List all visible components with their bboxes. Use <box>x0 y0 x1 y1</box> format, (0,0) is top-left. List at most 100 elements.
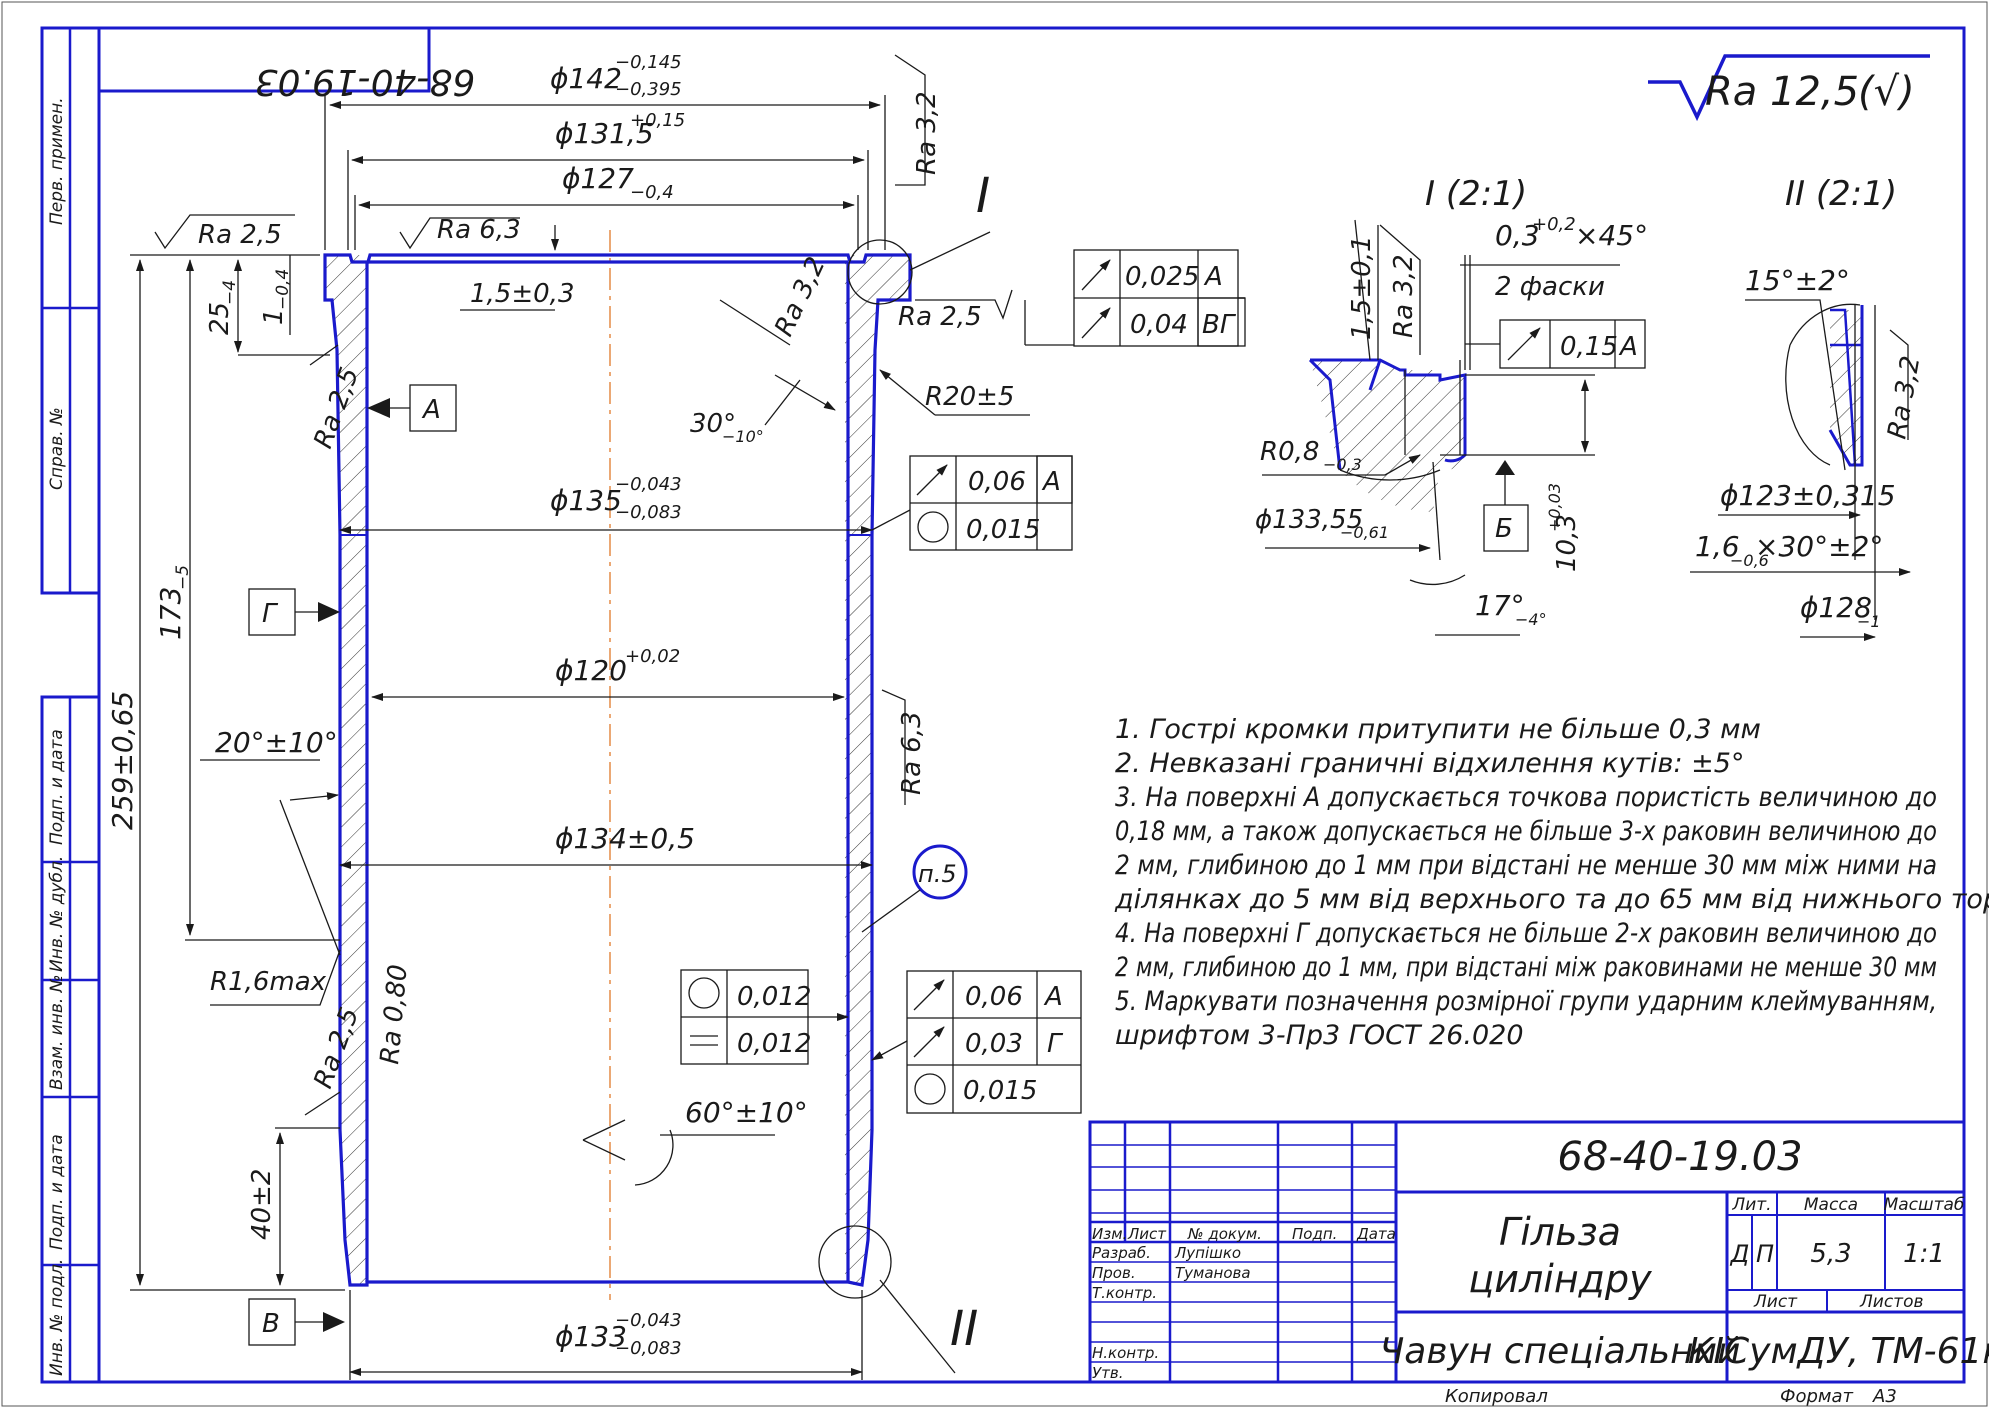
note-line: 2 мм, глибиною до 1 мм при відстані не м… <box>1115 850 1937 881</box>
tolerances-mid1-val-label: 0,06 <box>968 467 1026 497</box>
tolerances-top1-ref-label: А <box>1203 262 1223 292</box>
detail1-chamfer-label: 0,3 <box>1495 219 1540 252</box>
note-line: 5. Маркувати позначення розмірної групи … <box>1115 986 1937 1017</box>
roughness-left-leaders <box>304 344 341 1116</box>
datum-g: Г <box>248 588 340 636</box>
title-block-mass-label: 5,3 <box>1810 1239 1851 1269</box>
title-block-sheet-label: Лист <box>1753 1292 1798 1312</box>
detail2-d123-label: ϕ123±0,315 <box>1720 479 1896 512</box>
dims-main-h25-lo-label: −4 <box>220 280 240 305</box>
dims-main-d142-lo-label: −0,395 <box>615 79 682 100</box>
dims-main-d135-lo-label: −0,083 <box>615 502 682 523</box>
detail1-h15-label: 1,5±0,1 <box>1347 236 1377 340</box>
detail1-ang17-label: 17° <box>1475 589 1525 622</box>
detail1-chamfer-up-label: +0,2 <box>1532 214 1576 235</box>
dims-main-d135-up-label: −0,043 <box>615 474 682 495</box>
title-block-name-line1-label: Гільза <box>1499 1210 1621 1254</box>
roughness-ra25-top-label: Ra 2,5 <box>198 220 282 250</box>
datums-G-label: Г <box>262 599 279 629</box>
title-block-lit2-label: П <box>1756 1240 1774 1268</box>
cylinder-liner-section <box>323 230 913 1300</box>
note-ref-label: п.5 <box>918 860 957 888</box>
side-label-inv-podl: Инв. № подл. <box>47 1259 67 1376</box>
dims-main-r16-label: R1,6max <box>210 967 327 997</box>
title-block-lit1-label: Д <box>1730 1240 1750 1268</box>
detail1-h103-label: 10,3 <box>1552 514 1582 572</box>
views-detail-2-label: II (2:1) <box>1785 174 1897 214</box>
title-block-scale-label: 1:1 <box>1903 1239 1945 1269</box>
dims-main-ang60-label: 60°±10° <box>685 1096 808 1129</box>
dims-main-d1315-up-label: +0,15 <box>630 110 685 131</box>
title-block-col-izm-label: Изм. <box>1092 1225 1127 1243</box>
dimensions-left <box>130 225 559 1291</box>
detail2-ch16-lo-label: −0,6 <box>1730 551 1769 570</box>
note-line: 1. Гострі кромки притупити не більше 0,3… <box>1115 714 1761 745</box>
side-label-vzam: Взам. инв. № <box>47 975 67 1090</box>
dims-main-d133-up-label: −0,043 <box>615 1310 682 1331</box>
tolerances-low3-val-label: 0,015 <box>963 1076 1037 1106</box>
dimensions-internal <box>339 526 873 1380</box>
dims-main-ang30-lo-label: −10° <box>722 427 764 446</box>
side-label-perv: Перв. примен. <box>47 97 67 225</box>
dims-main-d133-lo-label: −0,083 <box>615 1338 682 1359</box>
side-label-inv-dubl: Инв. № дубл. <box>47 856 67 972</box>
detail1-chamfer-note-label: 2 фаски <box>1495 272 1605 302</box>
technical-notes: 1. Гострі кромки притупити не більше 0,3… <box>1114 714 1989 1051</box>
tolerances-top2-val-label: 0,04 <box>1130 310 1188 340</box>
title-block-row-utv-label: Утв. <box>1092 1364 1124 1382</box>
datums-B-label: Б <box>1495 514 1513 544</box>
tolerance-low-left: 0,012 0,012 <box>680 969 849 1065</box>
tolerances-mid2-val-label: 0,015 <box>966 515 1040 545</box>
detail-1: I (2:1) Б 0,15 А 0,3 +0,2 ×45° 2 фаски 1… <box>1255 174 1648 636</box>
dims-main-d127-lo-label: −0,4 <box>630 182 674 203</box>
dims-main-h1-label: 1 <box>259 308 289 325</box>
dims-main-d120-up-label: +0,02 <box>625 646 680 667</box>
side-label-podp2: Подп. и дата <box>47 1134 67 1250</box>
note-ref-5: п.5 <box>861 844 968 933</box>
roughness-ra63-right-label: Ra 6,3 <box>897 711 927 795</box>
detail2-ang15-label: 15°±2° <box>1745 264 1850 297</box>
tolerances-low2-val-label: 0,03 <box>965 1029 1023 1059</box>
detail1-d13355-label: ϕ133,55 <box>1255 505 1363 535</box>
title-block-col-doc-label: № докум. <box>1187 1225 1262 1243</box>
roughness-ra32-cham-label: Ra 3,2 <box>769 252 832 340</box>
side-label-podp1: Подп. и дата <box>47 729 67 845</box>
datums-A-label: А <box>421 395 441 425</box>
title-block-razrab-name-label: Лупішко <box>1174 1244 1241 1262</box>
note-line: 2. Невказані граничні відхилення кутів: … <box>1115 748 1744 779</box>
title-block-row-tkontr-label: Т.контр. <box>1092 1284 1157 1302</box>
detail1-h103-up-label: +0,03 <box>1545 483 1564 532</box>
detail1-r08-label: R0,8 <box>1260 437 1319 467</box>
dims-main-ang30-label: 30° <box>690 409 736 439</box>
note-line: 0,18 мм, а також допускається не більше … <box>1115 816 1937 847</box>
tolerances-det1-val-label: 0,15 <box>1560 332 1618 362</box>
note-line: шрифтом 3-Пр3 ГОСТ 26.020 <box>1115 1020 1524 1051</box>
detail1-r08-lo-label: −0,3 <box>1323 455 1362 474</box>
title-block-org-label: КІСумДУ, ТМ-61к <box>1688 1331 1989 1372</box>
title-block: 68-40-19.03 Гільза циліндру Чавун спеціа… <box>1088 1120 1989 1384</box>
angle-leaders <box>200 299 1030 1186</box>
roughness-ra25-right-label: Ra 2,5 <box>898 302 982 332</box>
roughness-right-leaders <box>881 54 926 805</box>
note-line: ділянках до 5 мм від верхнього та до 65 … <box>1114 884 1989 915</box>
dims-main-h40-label: 40±2 <box>247 1169 277 1240</box>
note-line: 3. На поверхні А допускається точкова по… <box>1115 782 1937 813</box>
views-marker-2-label: II <box>950 1301 978 1357</box>
tolerances-top2-ref-label: ВГ <box>1202 310 1237 340</box>
tolerance-top: Ra 2,5 0,025 А 0,04 ВГ <box>898 249 1246 347</box>
datums-V-label: В <box>262 1309 280 1339</box>
dims-main-d142-label: ϕ142 <box>550 62 622 95</box>
tolerance-mid: 0,06 А 0,015 <box>871 455 1073 551</box>
dims-main-h1-lo-label: −0,4 <box>273 269 293 310</box>
title-block-sheets-label: Листов <box>1859 1292 1924 1312</box>
dims-main-d133-label: ϕ133 <box>555 1320 627 1353</box>
footer-copied: Копировал <box>1445 1386 1548 1407</box>
detail2-ra32-label: Ra 3,2 <box>1882 354 1926 442</box>
detail2-ch16-ang-label: ×30°±2° <box>1755 530 1883 563</box>
mirrored-code: 68-40-19.03 <box>255 61 476 102</box>
title-block-material-label: Чавун спеціальний <box>1380 1331 1741 1372</box>
title-block-name-line2-label: циліндру <box>1468 1257 1652 1301</box>
title-block-h-scale-label: Масштаб <box>1884 1195 1965 1215</box>
